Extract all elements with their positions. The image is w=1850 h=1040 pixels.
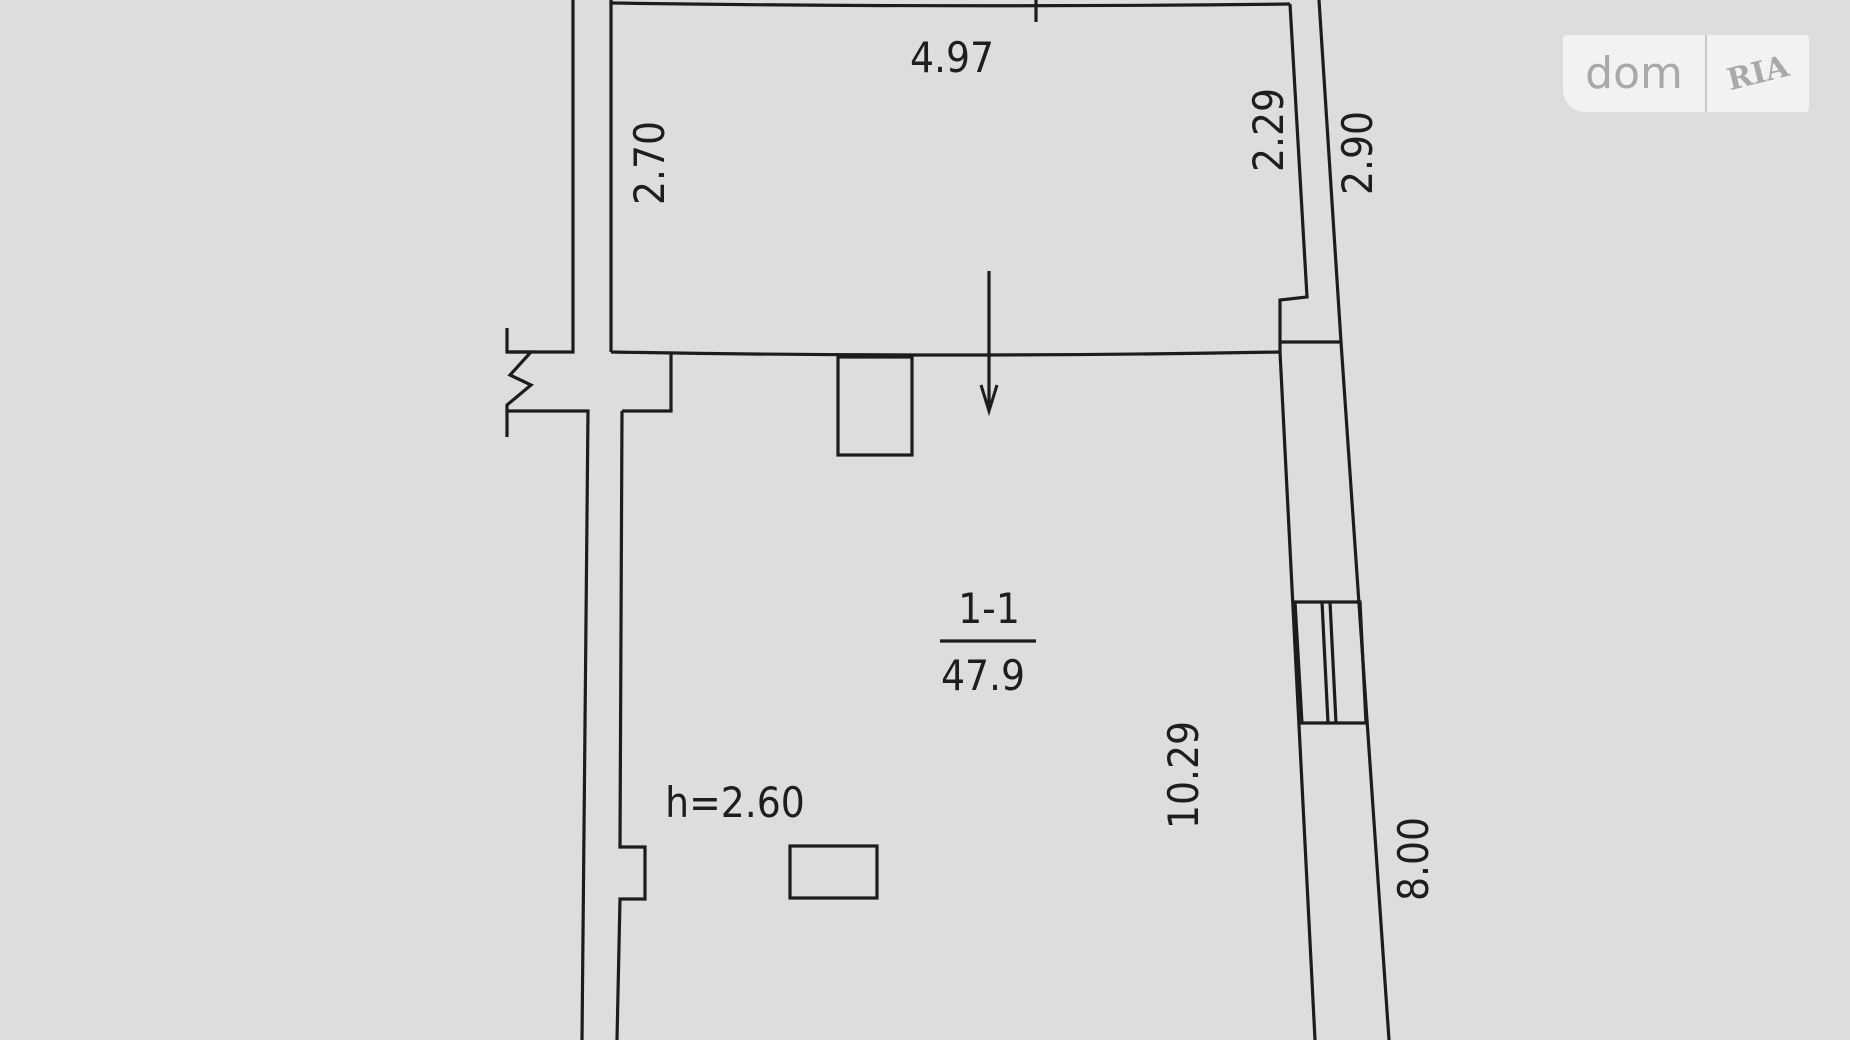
dim-upper-right-inner: 2.29 bbox=[1244, 88, 1293, 172]
room-label: 1-1 bbox=[958, 584, 1020, 633]
dim-upper-left: 2.70 bbox=[625, 121, 674, 205]
logo-ria-text: RIA bbox=[1723, 48, 1793, 99]
logo-dom-text: dom bbox=[1563, 35, 1707, 112]
dim-lower-inner: 10.29 bbox=[1159, 721, 1208, 829]
dim-upper-right-outer: 2.90 bbox=[1333, 111, 1382, 195]
walls bbox=[505, 0, 1391, 1040]
ceiling-height: h=2.60 bbox=[665, 778, 805, 827]
room-area: 47.9 bbox=[941, 651, 1025, 700]
domria-watermark-logo: dom RIA bbox=[1563, 35, 1809, 112]
dim-lower-outer: 8.00 bbox=[1389, 817, 1438, 901]
dim-top-width: 4.97 bbox=[910, 33, 994, 82]
